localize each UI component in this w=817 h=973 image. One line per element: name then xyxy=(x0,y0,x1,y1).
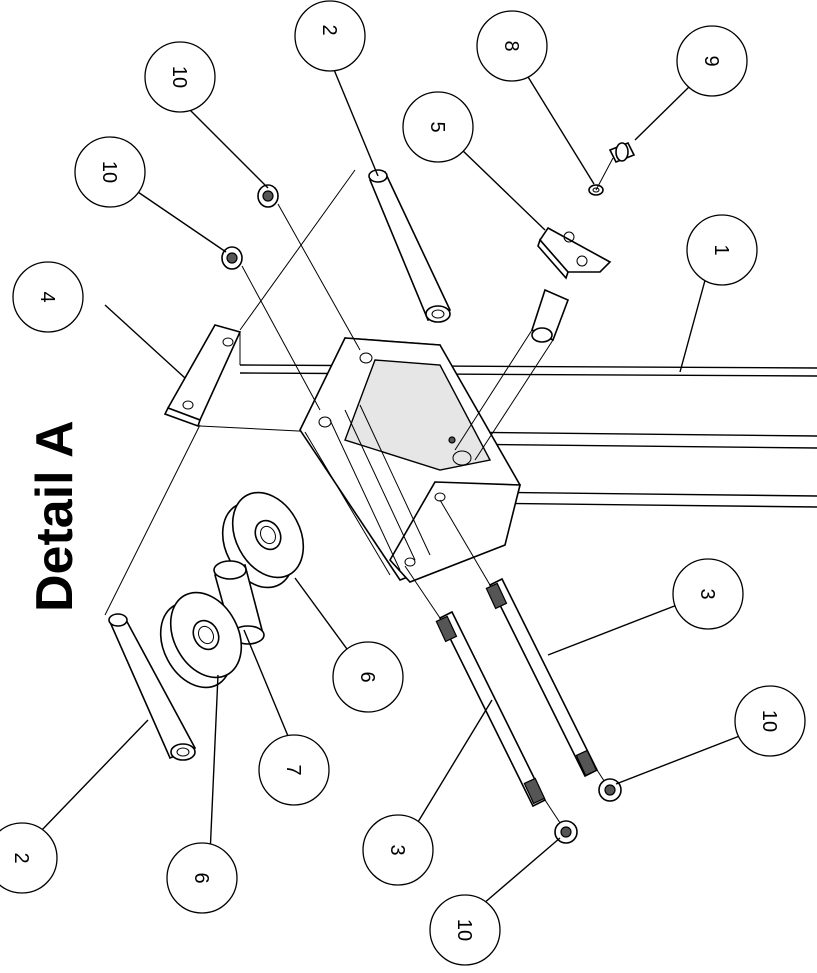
svg-text:10: 10 xyxy=(98,161,120,183)
svg-text:2: 2 xyxy=(10,852,32,863)
svg-text:2: 2 xyxy=(318,24,340,35)
callout-balloon: 4 xyxy=(12,261,84,333)
callout-balloon: 2 xyxy=(294,0,366,72)
svg-text:3: 3 xyxy=(386,844,408,855)
callout-balloon: 5 xyxy=(402,91,474,163)
bolt-part xyxy=(595,141,636,191)
callout-balloon: 2 xyxy=(0,822,58,894)
callout-balloon: 3 xyxy=(672,558,744,630)
svg-text:10: 10 xyxy=(453,919,475,941)
callout-balloon: 10 xyxy=(429,894,501,966)
callout-balloon: 9 xyxy=(676,25,748,97)
callout-balloon: 7 xyxy=(258,734,330,806)
callout-balloon: 3 xyxy=(362,814,434,886)
callout-balloon: 10 xyxy=(734,685,806,757)
svg-text:7: 7 xyxy=(282,764,304,775)
rod-right xyxy=(439,499,611,791)
callout-balloon: 6 xyxy=(166,842,238,914)
svg-text:5: 5 xyxy=(426,121,448,132)
callout-balloon: 6 xyxy=(332,641,404,713)
svg-text:1: 1 xyxy=(710,244,732,255)
callout-balloon: 8 xyxy=(476,10,548,82)
callout-balloon: 10 xyxy=(74,136,146,208)
rod-left xyxy=(404,565,569,836)
pin-lower xyxy=(104,424,201,761)
svg-text:9: 9 xyxy=(700,55,722,66)
svg-text:3: 3 xyxy=(696,588,718,599)
leader-lines xyxy=(39,59,756,911)
bracket-plate xyxy=(163,324,319,433)
pulley-upper xyxy=(221,491,305,589)
central-housing xyxy=(299,337,522,583)
callout-balloon: 10 xyxy=(144,41,216,113)
nut-upper-b xyxy=(221,246,321,411)
nut-lower-b xyxy=(598,778,622,802)
nut-lower-a xyxy=(554,820,578,844)
svg-text:6: 6 xyxy=(190,872,212,883)
svg-text:8: 8 xyxy=(500,40,522,51)
svg-text:10: 10 xyxy=(168,66,190,88)
svg-text:4: 4 xyxy=(36,291,58,302)
svg-text:10: 10 xyxy=(758,710,780,732)
detail-title: Detail A xyxy=(26,420,84,612)
svg-text:6: 6 xyxy=(356,671,378,682)
nut-upper-a xyxy=(257,184,361,351)
pulley-lower xyxy=(159,591,243,689)
shaft-plate xyxy=(454,226,612,461)
callout-balloon: 1 xyxy=(686,214,758,286)
